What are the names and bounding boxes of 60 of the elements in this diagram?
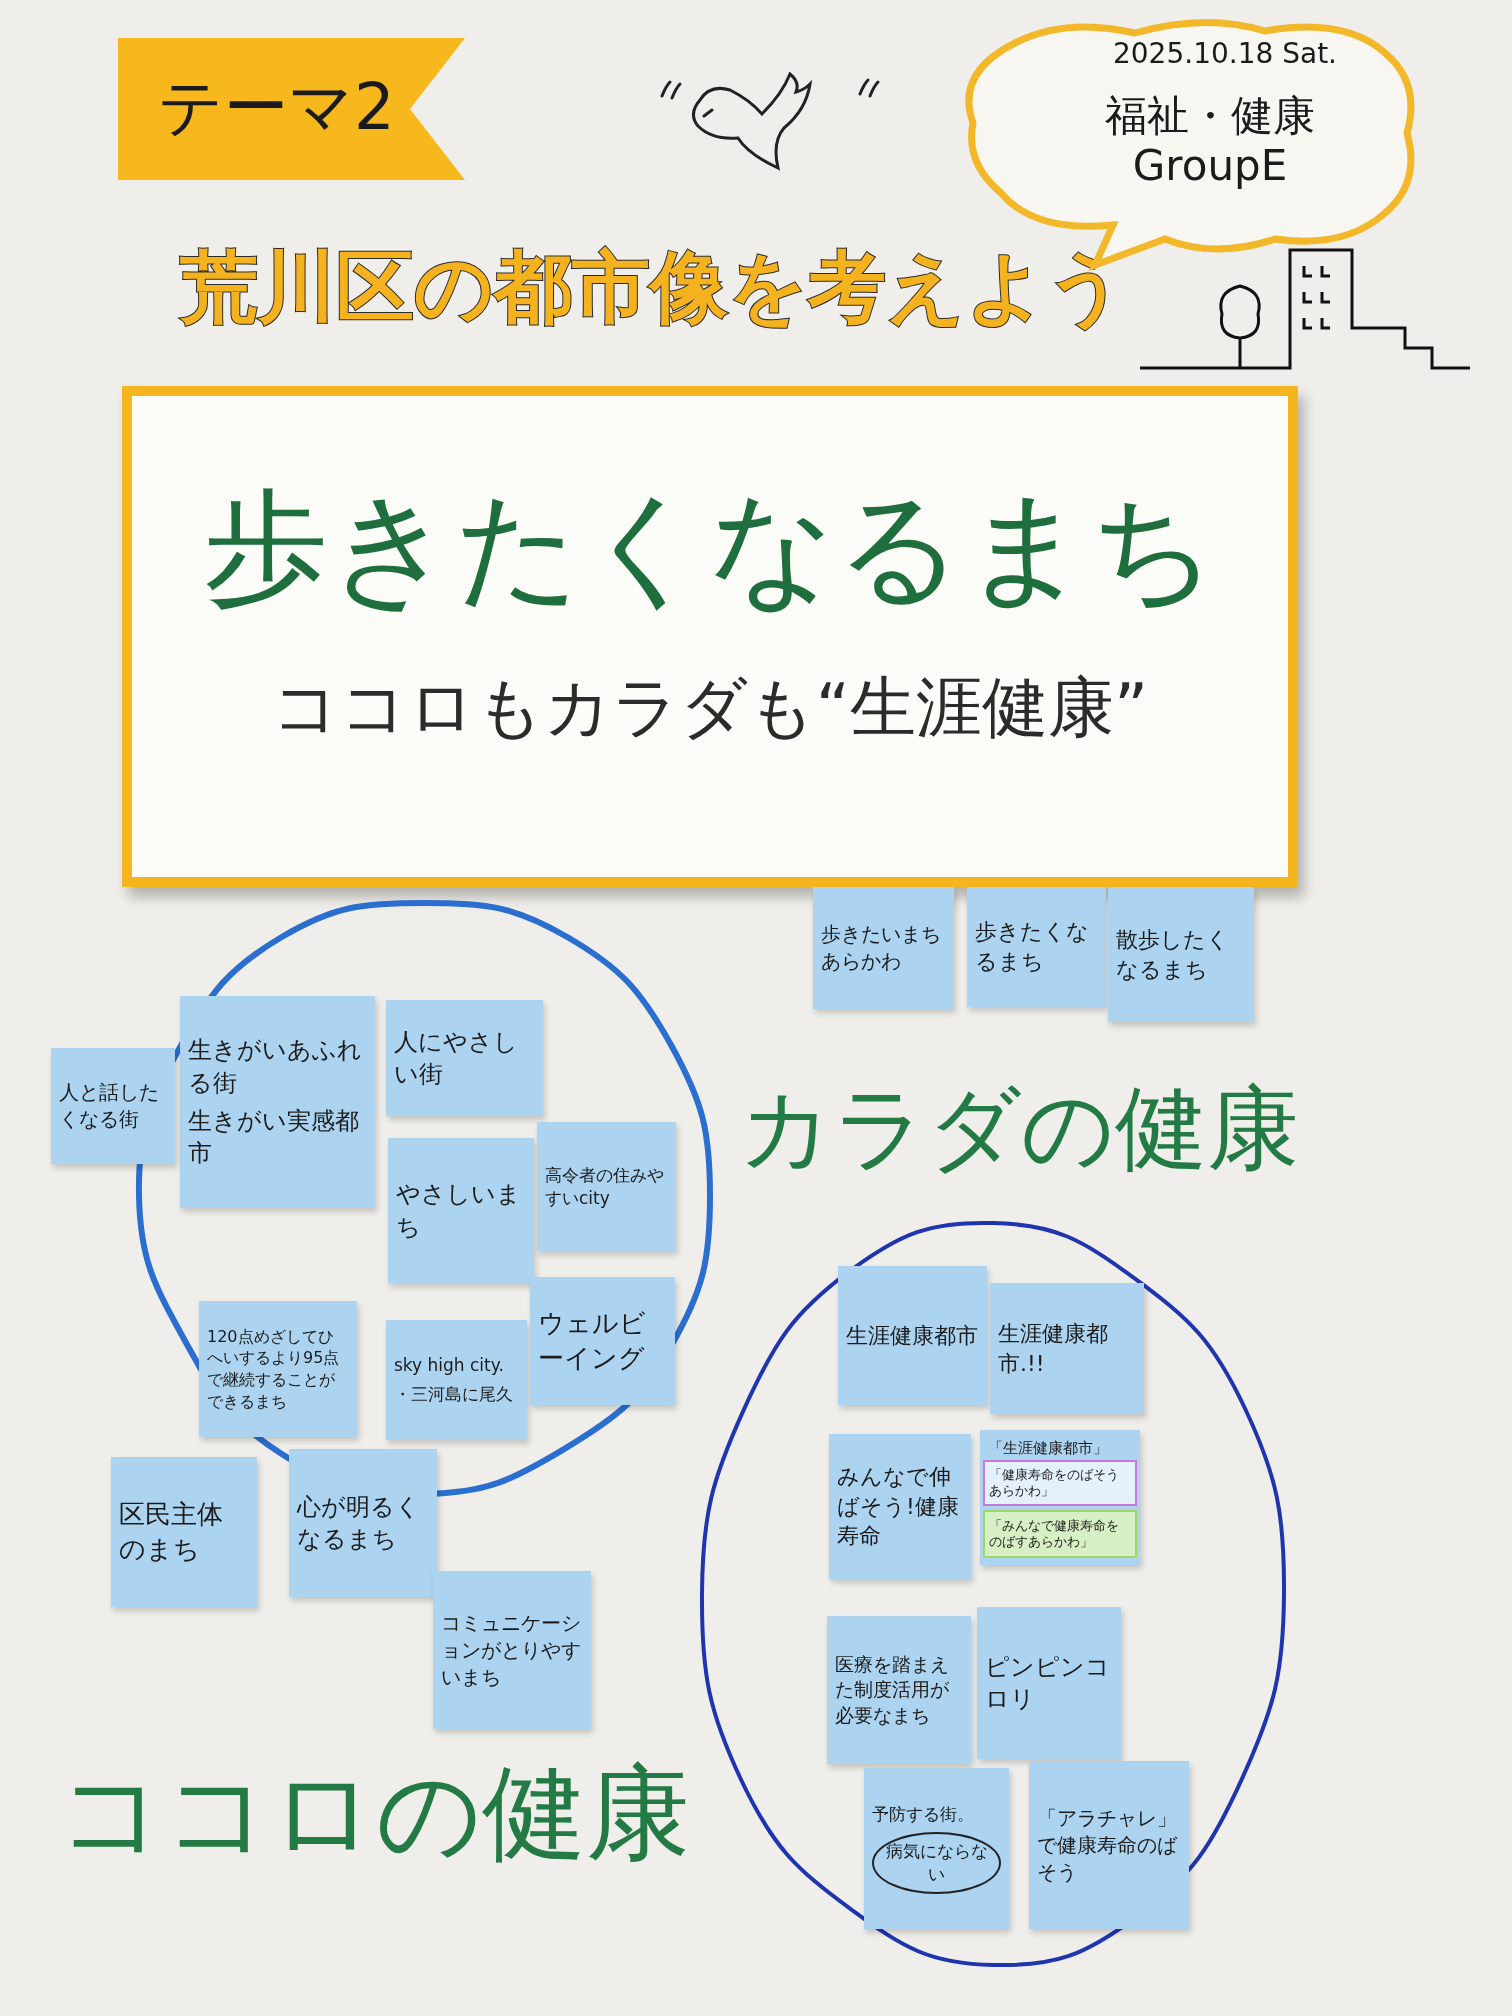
sticky-note — [977, 1607, 1121, 1759]
note-text: みんなで伸ばそう!健康寿命 — [837, 1462, 960, 1551]
note-text: ・三河島に尾久 — [394, 1383, 514, 1406]
sticky-note — [838, 1266, 987, 1405]
note-text: 散歩したくなるまち — [1116, 925, 1230, 984]
sticky-note — [388, 1138, 534, 1283]
sticky-note — [980, 1430, 1140, 1565]
note-text: ウェルビーイング — [538, 1306, 647, 1375]
sticky-note — [386, 1000, 543, 1116]
sticky-note — [829, 1434, 971, 1579]
note-text: コミュニケーションがとりやすいまち — [441, 1609, 582, 1691]
note-text: 「みんなで健康寿命をのばすあらかわ」 — [989, 1518, 1120, 1550]
sticky-note — [289, 1449, 437, 1597]
poster-title: 荒川区の都市像を考えよう — [180, 241, 1126, 334]
sticky-note — [983, 1460, 1137, 1506]
sticky-note — [111, 1457, 257, 1607]
note-text: 病気にならない — [872, 1832, 1001, 1894]
note-text: 生きがい実感都市 — [188, 1106, 360, 1170]
note-text: 人にやさしい街 — [394, 1026, 519, 1090]
sticky-note — [1108, 887, 1254, 1022]
group-name: 福祉・健康 GroupE — [1104, 91, 1316, 192]
note-text: 人と話したくなる街 — [59, 1079, 160, 1133]
note-text: 歩きたいまちあらかわ — [821, 921, 942, 975]
sticky-note — [51, 1048, 175, 1164]
main-heading: 歩きたくなるまち — [203, 474, 1217, 621]
sticky-note — [386, 1320, 527, 1440]
note-text: sky high city. — [394, 1354, 505, 1377]
note-text: 120点めざしてひへいするより95点で継続することができるまち — [207, 1325, 341, 1413]
note-text: 生涯健康都市.!! — [998, 1319, 1109, 1378]
sticky-note — [864, 1768, 1009, 1929]
subtitle: ココロもカラダも“生涯健康” — [271, 668, 1149, 748]
sticky-note — [433, 1571, 591, 1729]
ribbon-label: テーマ2 — [158, 69, 395, 146]
note-text: 心が明るくなるまち — [297, 1491, 421, 1555]
sticky-note — [813, 887, 954, 1009]
section-heading: カラダの健康 — [739, 1074, 1299, 1184]
sticky-note — [983, 1510, 1137, 1558]
note-text: 「生涯健康都市」 — [988, 1438, 1109, 1459]
note-text: やさしいまち — [396, 1179, 522, 1243]
note-text: 高令者の住みやすいcity — [545, 1163, 665, 1210]
sticky-note — [1029, 1761, 1189, 1929]
sticky-note — [180, 996, 375, 1208]
note-text: 「アラチャレ」で健康寿命のばそう — [1037, 1804, 1179, 1886]
section-heading: ココロの健康 — [58, 1751, 690, 1876]
sticky-note — [537, 1122, 676, 1251]
sticky-note — [990, 1283, 1144, 1414]
note-text: 区民主体のまち — [119, 1497, 224, 1566]
theme-frame — [122, 386, 1298, 887]
note-text: 歩きたくなるまち — [975, 918, 1090, 976]
sticky-note — [827, 1616, 971, 1764]
sticky-note — [199, 1301, 357, 1437]
sticky-note — [530, 1277, 675, 1405]
date-text: 2025.10.18 Sat. — [1112, 37, 1338, 71]
note-text: ピンピンコロリ — [985, 1651, 1111, 1715]
note-text: 生きがいあふれる街 — [188, 1035, 363, 1099]
note-text: 生涯健康都市 — [846, 1321, 979, 1350]
sticky-note — [967, 887, 1106, 1007]
note-text: 予防する街。 — [872, 1803, 975, 1827]
note-text: 医療を踏まえた制度活用が必要なまち — [835, 1651, 950, 1728]
note-text: 「健康寿命をのばそうあらかわ」 — [989, 1467, 1120, 1499]
